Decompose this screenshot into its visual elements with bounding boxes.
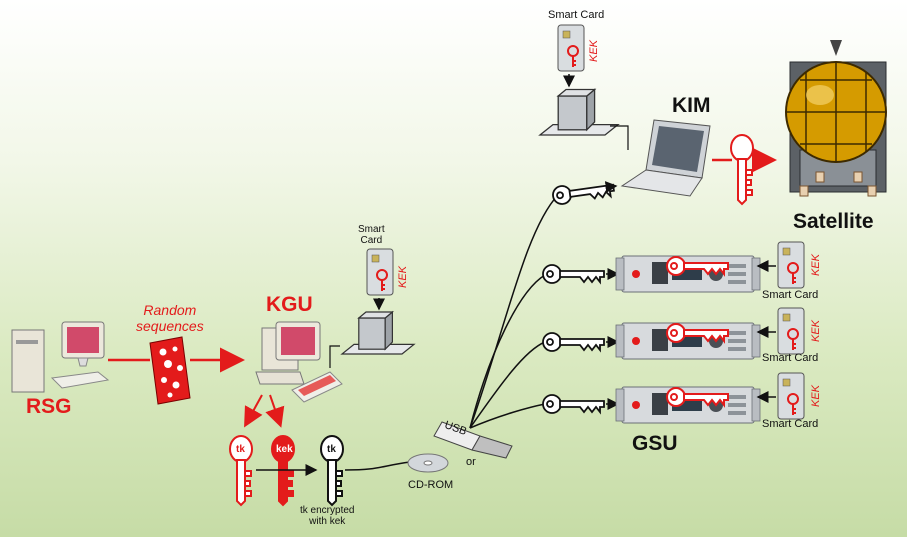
- kim-smart-card-label: Smart Card: [548, 9, 605, 21]
- gsu2-smart-card-label: Smart Card: [762, 352, 819, 364]
- tk-encrypted-key-label: tk: [327, 444, 336, 455]
- kim-kek-label: KEK: [588, 39, 600, 62]
- gsu3-kek-label: KEK: [810, 384, 822, 407]
- gsu1-key-icon: [542, 264, 605, 284]
- kgu-computer-icon: [255, 321, 343, 403]
- kim-label: KIM: [672, 94, 711, 117]
- random-sequences-label: Random sequences: [136, 302, 204, 334]
- gsu2-key-icon: [542, 332, 605, 352]
- cdrom-icon: [407, 453, 449, 473]
- gsu2-smart-card-icon: [777, 307, 805, 355]
- gsu1-smart-card-label: Smart Card: [762, 289, 819, 301]
- cdrom-label: CD-ROM: [408, 479, 454, 491]
- kgu-to-tk-arrow: [244, 394, 263, 428]
- rsg-label: RSG: [26, 395, 72, 418]
- kgu-label: KGU: [266, 293, 313, 316]
- satellite-icon: [785, 40, 887, 197]
- tk-encrypted-caption: tk encrypted with kek: [300, 505, 355, 527]
- gsu3-key-icon: [542, 394, 605, 414]
- gsu2-kek-label: KEK: [810, 319, 822, 342]
- kgu-smart-card-icon: [366, 248, 394, 296]
- encrypted-to-cdrom-line: [344, 461, 411, 471]
- kim-card-reader-icon: [539, 88, 619, 136]
- gsu1-kek-label: KEK: [810, 253, 822, 276]
- gsu-rack-3: [615, 386, 761, 424]
- kgu-smart-card-label: Smart Card: [358, 224, 385, 246]
- gsu-rack-1: [615, 255, 761, 293]
- kgu-to-kek-arrow: [265, 394, 285, 428]
- gsu1-smart-card-icon: [777, 241, 805, 289]
- kim-laptop-icon: [620, 119, 711, 197]
- random-sequence-block-icon: [149, 336, 191, 405]
- gsu3-smart-card-label: Smart Card: [762, 418, 819, 430]
- gsu-label: GSU: [632, 432, 678, 455]
- gsu-rack-2: [615, 322, 761, 360]
- kim-key-icon: [550, 177, 616, 207]
- kek-key-label: kek: [276, 444, 293, 455]
- kgu-kek-label: KEK: [397, 265, 409, 288]
- distribution-lines: [469, 194, 559, 429]
- kim-smart-card-icon: [557, 24, 585, 72]
- rsg-computer-icon: [11, 321, 110, 393]
- gsu3-smart-card-icon: [777, 372, 805, 420]
- tk-key-label: tk: [236, 444, 245, 455]
- satellite-label: Satellite: [793, 210, 874, 233]
- kgu-card-reader-icon: [341, 311, 415, 355]
- or-label: or: [466, 456, 476, 468]
- kim-red-key-icon: [730, 134, 754, 205]
- usb-stick-icon: [433, 421, 513, 459]
